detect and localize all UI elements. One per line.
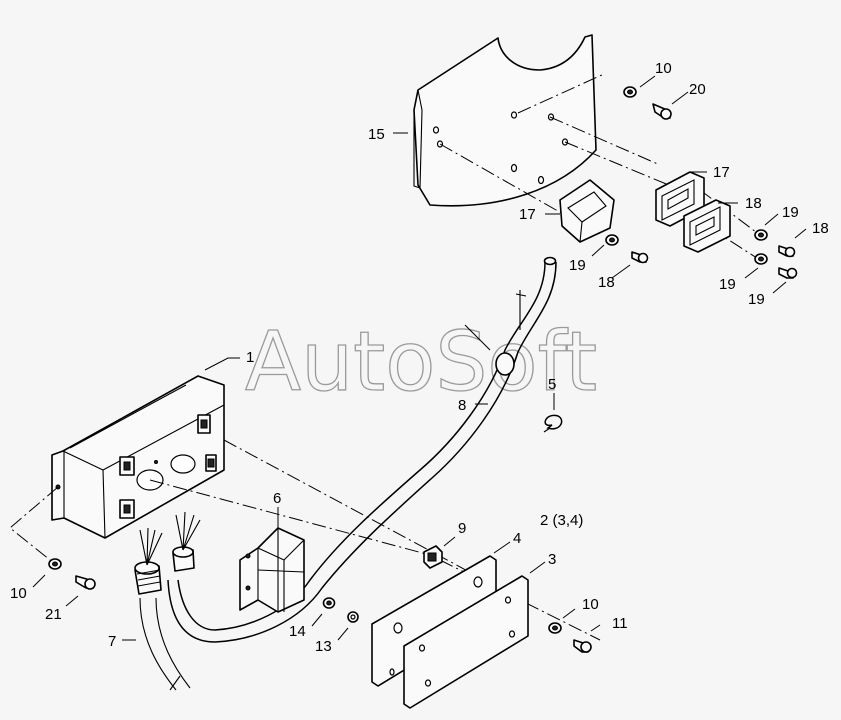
- callout-10-left: 10: [10, 585, 27, 602]
- hose-8: [167, 256, 557, 643]
- callout-17-lower: 18: [745, 195, 762, 212]
- callout-7: 7: [108, 633, 116, 650]
- callout-17-upper: 17: [713, 164, 730, 181]
- callout-4: 4: [513, 530, 521, 547]
- callout-5: 5: [548, 376, 556, 393]
- bolt-18-upper-right: [778, 245, 796, 258]
- callout-20: 20: [689, 81, 706, 98]
- washer-10-right: [548, 622, 562, 634]
- bolt-21: [75, 575, 96, 590]
- callout-12: 13: [315, 638, 332, 655]
- bolt-11: [573, 639, 592, 653]
- washer-19-lower-right: [754, 253, 768, 265]
- connector-housing-1: [51, 375, 225, 539]
- callout-10-top: 10: [655, 60, 672, 77]
- bracket-17-lower: [683, 199, 731, 253]
- callout-19-lower-right: 19: [719, 276, 736, 293]
- callout-18-left: 18: [598, 274, 615, 291]
- bolt-18-left: [631, 251, 649, 264]
- callout-10-right: 10: [582, 596, 599, 613]
- callout-6: 6: [273, 490, 281, 507]
- washer-10-left: [48, 558, 62, 570]
- washer-10-top: [623, 86, 637, 98]
- plate-3: [403, 575, 529, 709]
- callout-14: 15: [368, 126, 385, 143]
- watermark: AutoSoft: [245, 315, 597, 410]
- callout-19-left: 19: [569, 257, 586, 274]
- callout-13: 14: [289, 623, 306, 640]
- callout-11: 11: [612, 615, 628, 632]
- grommet-9: [423, 545, 443, 569]
- callout-18-lower-right: 19: [748, 291, 765, 308]
- cable-glands-7: [134, 511, 201, 691]
- nut-12: [347, 611, 359, 623]
- clip-5: [543, 414, 563, 433]
- relay-6: [239, 527, 305, 613]
- bolt-20: [652, 103, 672, 120]
- callout-1: 1: [246, 349, 254, 366]
- leader-lines: [32, 75, 807, 641]
- callout-9: 9: [458, 520, 466, 537]
- bolt-18-lower-right: [778, 267, 798, 279]
- callout-8: 8: [458, 397, 466, 414]
- washer-19-left: [605, 234, 619, 246]
- clamp-15: [559, 179, 615, 243]
- mounting-plate: [413, 34, 597, 207]
- callout-18-upper-right: 18: [812, 220, 829, 237]
- callout-3: 3: [548, 551, 556, 568]
- callout-19-upper-right: 19: [782, 204, 799, 221]
- washer-19-upper-right: [754, 229, 768, 241]
- washer-13: [322, 597, 336, 609]
- callout-2: 2 (3,4): [540, 512, 583, 529]
- callout-15: 17: [519, 206, 536, 223]
- callout-21: 21: [45, 606, 62, 623]
